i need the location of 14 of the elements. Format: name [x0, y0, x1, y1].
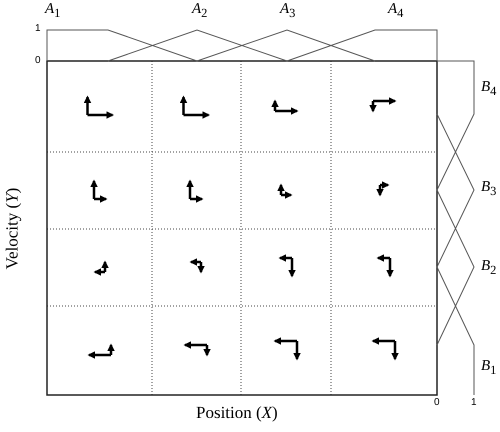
membership-label: B$_{1}$ — [481, 359, 496, 376]
axis-title: Velocity (Y) — [2, 187, 20, 269]
tick-label: 1 — [35, 24, 41, 34]
membership-label: B$_{2}$ — [481, 259, 496, 276]
membership-label: B$_{4}$ — [481, 80, 496, 98]
tick-label: 1 — [471, 398, 477, 408]
membership-label: B$_{3}$ — [481, 180, 496, 198]
membership-label: A$_{2}$ — [192, 2, 208, 20]
membership-label: A$_{3}$ — [280, 2, 296, 20]
membership-label: A$_{4}$ — [388, 2, 404, 20]
tick-label: 0 — [35, 56, 41, 66]
membership-label: A$_{1}$ — [45, 2, 60, 20]
tick-label: 0 — [434, 398, 440, 408]
axis-title: Position (X) — [196, 404, 278, 421]
